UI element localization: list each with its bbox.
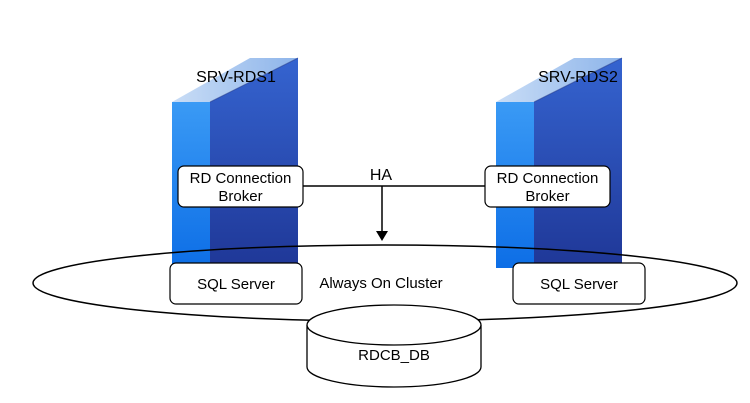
sql-server-box-2: SQL Server (512, 262, 646, 305)
server-tower-icon (496, 57, 623, 268)
broker-label-line2: Broker (218, 188, 262, 205)
database-cylinder-icon: RDCB_DB (306, 304, 482, 388)
broker-label-line1: RD Connection (497, 170, 599, 187)
cluster-label: Always On Cluster (319, 275, 442, 292)
broker-box-2: RD Connection Broker (484, 165, 611, 208)
database-label: RDCB_DB (358, 347, 430, 364)
sql-server-label: SQL Server (197, 276, 275, 293)
arrow-down-icon (376, 186, 388, 241)
server-tower-icon (172, 57, 299, 268)
broker-label-line1: RD Connection (190, 170, 292, 187)
broker-box-1: RD Connection Broker (177, 165, 304, 208)
ha-label: HA (370, 167, 393, 184)
broker-label-line2: Broker (525, 188, 569, 205)
server-name-2: SRV-RDS2 (538, 69, 618, 86)
sql-server-box-1: SQL Server (169, 262, 303, 305)
sql-server-label: SQL Server (540, 276, 618, 293)
server-name-1: SRV-RDS1 (196, 69, 276, 86)
